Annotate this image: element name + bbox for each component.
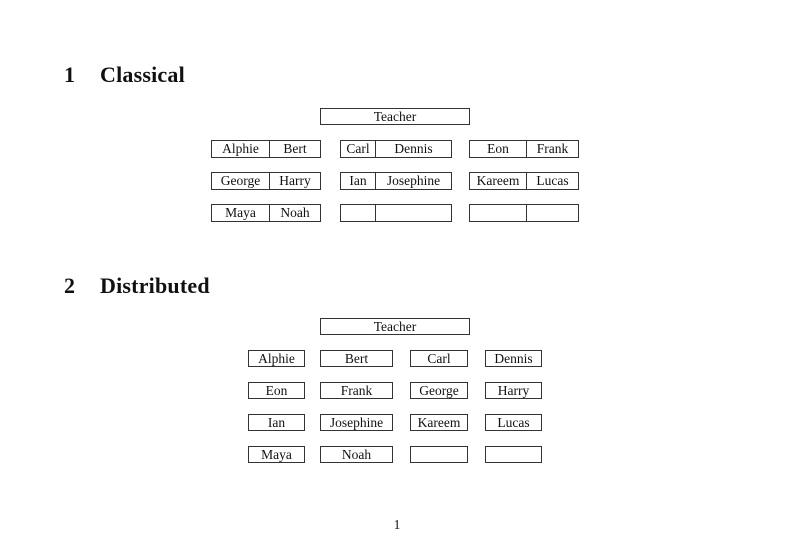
desk-pair: Ian Josephine <box>340 172 452 190</box>
section-heading-classical: 1 Classical <box>64 62 185 88</box>
desk-single: Ian <box>248 414 305 431</box>
desk-single: Alphie <box>248 350 305 367</box>
seat-cell: Lucas <box>536 173 569 189</box>
desk-single: Kareem <box>410 414 468 431</box>
section-number: 2 <box>64 273 76 298</box>
desk-pair: Alphie Bert <box>211 140 321 158</box>
desk-single: Maya <box>248 446 305 463</box>
desk-single: Harry <box>485 382 542 399</box>
teacher-box: Teacher <box>320 318 470 335</box>
desk-single: Dennis <box>485 350 542 367</box>
seat-cell: Bert <box>283 141 307 157</box>
desk-single: Josephine <box>320 414 393 431</box>
desk-single: Bert <box>320 350 393 367</box>
seat-cell: Dennis <box>394 141 433 157</box>
desk-pair: Eon Frank <box>469 140 579 158</box>
seat-cell: Eon <box>470 141 527 157</box>
seat-cell <box>527 205 578 221</box>
desk-pair-empty <box>469 204 579 222</box>
seat-cell <box>470 205 527 221</box>
desk-pair-empty <box>340 204 452 222</box>
seat-cell: Harry <box>279 173 311 189</box>
desk-pair: Maya Noah <box>211 204 321 222</box>
desk-pair: Carl Dennis <box>340 140 452 158</box>
desk-single-empty <box>485 446 542 463</box>
seat-cell: Josephine <box>386 173 441 189</box>
section-heading-distributed: 2 Distributed <box>64 273 210 299</box>
seat-cell: Alphie <box>212 141 270 157</box>
desk-single: George <box>410 382 468 399</box>
teacher-label: Teacher <box>373 318 417 334</box>
desk-single: Frank <box>320 382 393 399</box>
desk-single-empty <box>410 446 468 463</box>
desk-pair: George Harry <box>211 172 321 190</box>
seat-cell: Maya <box>212 205 270 221</box>
teacher-box: Teacher <box>320 108 470 125</box>
desk-single: Lucas <box>485 414 542 431</box>
section-number: 1 <box>64 62 76 87</box>
section-title: Distributed <box>100 273 210 298</box>
desk-single: Noah <box>320 446 393 463</box>
desk-pair: Kareem Lucas <box>469 172 579 190</box>
seat-cell: Carl <box>341 141 376 157</box>
seat-cell: Frank <box>536 141 569 157</box>
seat-cell: Ian <box>341 173 376 189</box>
desk-single: Carl <box>410 350 468 367</box>
seat-cell: George <box>212 173 270 189</box>
seat-cell: Noah <box>280 205 310 221</box>
teacher-label: Teacher <box>373 108 417 124</box>
seat-cell: Kareem <box>470 173 527 189</box>
seat-cell <box>376 205 451 221</box>
section-title: Classical <box>100 62 185 87</box>
desk-single: Eon <box>248 382 305 399</box>
seat-cell <box>341 205 376 221</box>
page-number: 1 <box>393 517 401 532</box>
